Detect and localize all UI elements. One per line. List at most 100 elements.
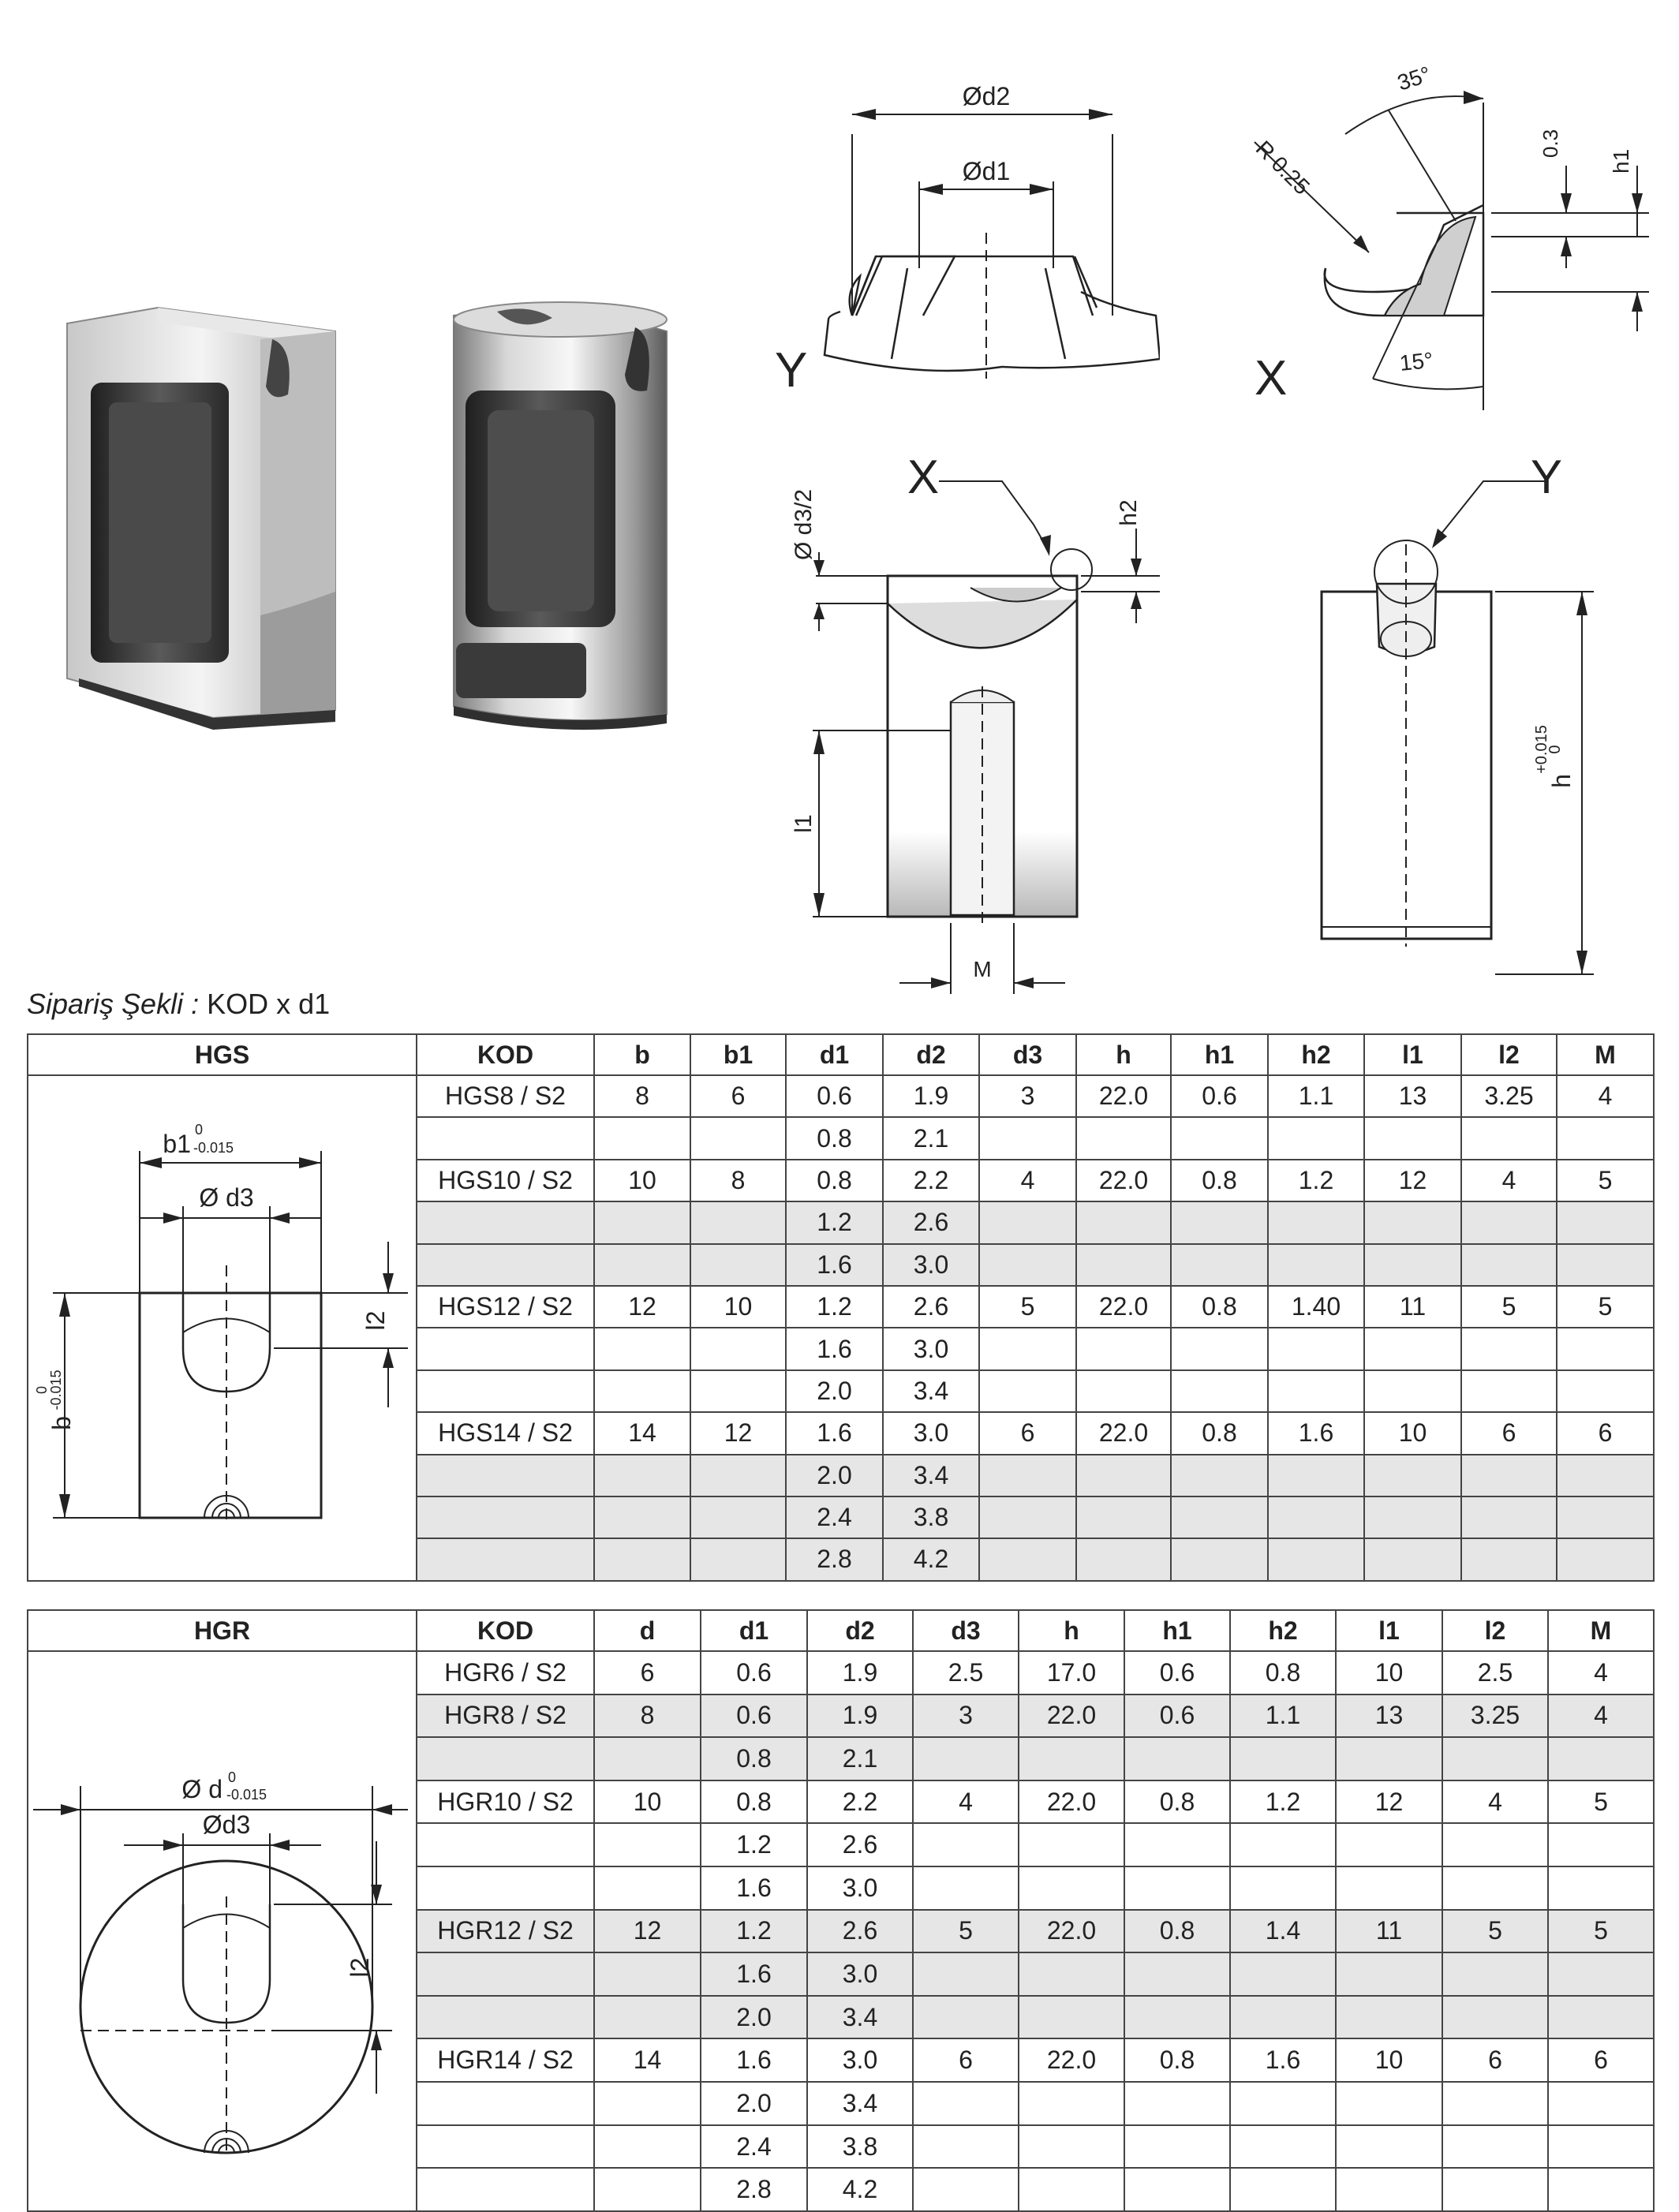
value-cell <box>1460 1453 1557 1497</box>
value-cell <box>1170 1201 1269 1245</box>
value-cell <box>1460 1327 1557 1371</box>
hgs-header-12: M <box>1556 1033 1655 1076</box>
value-cell <box>1075 1242 1172 1287</box>
value-cell: 3.0 <box>806 2038 914 2083</box>
value-cell: 1.2 <box>700 1822 808 1868</box>
kod-cell: HGR8 / S2 <box>416 1693 595 1739</box>
label-l1: l1 <box>791 814 817 832</box>
hgr-header-4: d2 <box>806 1609 914 1652</box>
value-cell: 2.0 <box>785 1369 884 1414</box>
value-cell: 3.0 <box>882 1327 980 1371</box>
hgr-header-7: h1 <box>1124 1609 1231 1652</box>
label-b-tol-sup: 0 <box>34 1386 50 1394</box>
hgr-header-6: h <box>1018 1609 1125 1652</box>
value-cell <box>912 2081 1019 2126</box>
kod-cell <box>416 2124 595 2169</box>
value-cell: 22.0 <box>1018 1908 1125 1954</box>
value-cell <box>1363 1242 1462 1287</box>
value-cell <box>1018 1952 1125 1997</box>
label-h1: h1 <box>1609 149 1633 174</box>
value-cell: 6 <box>690 1074 787 1119</box>
label-x-callout: X <box>907 450 939 503</box>
value-cell <box>690 1369 787 1414</box>
value-cell <box>1335 1736 1443 1781</box>
value-cell <box>593 1116 691 1160</box>
value-cell: 2.1 <box>882 1116 980 1160</box>
value-cell <box>978 1116 1077 1160</box>
value-cell <box>1229 2081 1337 2126</box>
value-cell: 13 <box>1335 1693 1443 1739</box>
value-cell: 3.4 <box>882 1453 980 1497</box>
label-l2-hgr: l2 <box>346 1958 374 1978</box>
value-cell <box>1547 1866 1655 1911</box>
value-cell <box>1018 1866 1125 1911</box>
value-cell <box>1547 1736 1655 1781</box>
value-cell: 0.6 <box>1124 1693 1231 1739</box>
order-label: Sipariş Şekli : <box>27 988 200 1020</box>
value-cell <box>1267 1327 1365 1371</box>
kod-cell <box>416 1327 595 1371</box>
value-cell <box>912 1866 1019 1911</box>
value-cell <box>1075 1116 1172 1160</box>
value-cell: 1.2 <box>700 1908 808 1954</box>
value-cell <box>978 1495 1077 1540</box>
kod-cell <box>416 1866 595 1911</box>
value-cell <box>978 1538 1077 1582</box>
value-cell: 5 <box>1460 1284 1557 1329</box>
hgs-header-6: d3 <box>978 1033 1077 1076</box>
kod-cell <box>416 1495 595 1540</box>
value-cell: 8 <box>593 1074 691 1119</box>
value-cell <box>912 1822 1019 1868</box>
detail-x-drawing: 35° 15° R 0.25 0.3 h1 X <box>1251 62 1649 410</box>
value-cell: 2.4 <box>700 2124 808 2169</box>
value-cell: 1.1 <box>1267 1074 1365 1119</box>
hgr-header-3: d1 <box>700 1609 808 1652</box>
value-cell: 1.1 <box>1229 1693 1337 1739</box>
label-b-tol-sub: -0.015 <box>48 1369 64 1410</box>
value-cell: 3.0 <box>882 1242 980 1287</box>
value-cell <box>1363 1453 1462 1497</box>
hgs-header-7: h <box>1075 1033 1172 1076</box>
label-angle35: 35° <box>1394 62 1434 95</box>
value-cell: 1.2 <box>1229 1779 1337 1825</box>
value-cell: 2.1 <box>806 1736 914 1781</box>
value-cell: 6 <box>593 1650 701 1695</box>
value-cell: 22.0 <box>1075 1411 1172 1455</box>
kod-cell <box>416 1952 595 1997</box>
value-cell <box>912 1952 1019 1997</box>
value-cell: 2.6 <box>806 1908 914 1954</box>
value-cell <box>1124 2124 1231 2169</box>
label-od3-hgr: Ød3 <box>202 1810 249 1839</box>
label-y-callout: Y <box>1531 450 1562 503</box>
value-cell <box>1124 1822 1231 1868</box>
hgs-header-2: b <box>593 1033 691 1076</box>
value-cell: 6 <box>1460 1411 1557 1455</box>
label-od2: Ød2 <box>963 82 1010 110</box>
hgr-header-1: KOD <box>416 1609 595 1652</box>
hgr-header-5: d3 <box>912 1609 1019 1652</box>
value-cell: 22.0 <box>1075 1158 1172 1203</box>
value-cell: 0.8 <box>1124 1908 1231 1954</box>
label-y-detail: Y <box>775 343 807 394</box>
value-cell: 1.6 <box>1267 1411 1365 1455</box>
value-cell: 0.6 <box>1124 1650 1231 1695</box>
value-cell: 5 <box>912 1908 1019 1954</box>
value-cell: 4.2 <box>806 2167 914 2212</box>
kod-cell: HGS8 / S2 <box>416 1074 595 1119</box>
kod-cell: HGR14 / S2 <box>416 2038 595 2083</box>
value-cell <box>1018 1736 1125 1781</box>
label-h2: h2 <box>1116 499 1142 525</box>
value-cell: 6 <box>912 2038 1019 2083</box>
value-cell <box>1018 1822 1125 1868</box>
value-cell: 3 <box>978 1074 1077 1119</box>
value-cell: 1.4 <box>1229 1908 1337 1954</box>
label-x-detail: X <box>1255 351 1287 405</box>
value-cell: 22.0 <box>1018 2038 1125 2083</box>
value-cell <box>1124 1952 1231 1997</box>
value-cell: 22.0 <box>1075 1284 1172 1329</box>
value-cell <box>593 2124 701 2169</box>
